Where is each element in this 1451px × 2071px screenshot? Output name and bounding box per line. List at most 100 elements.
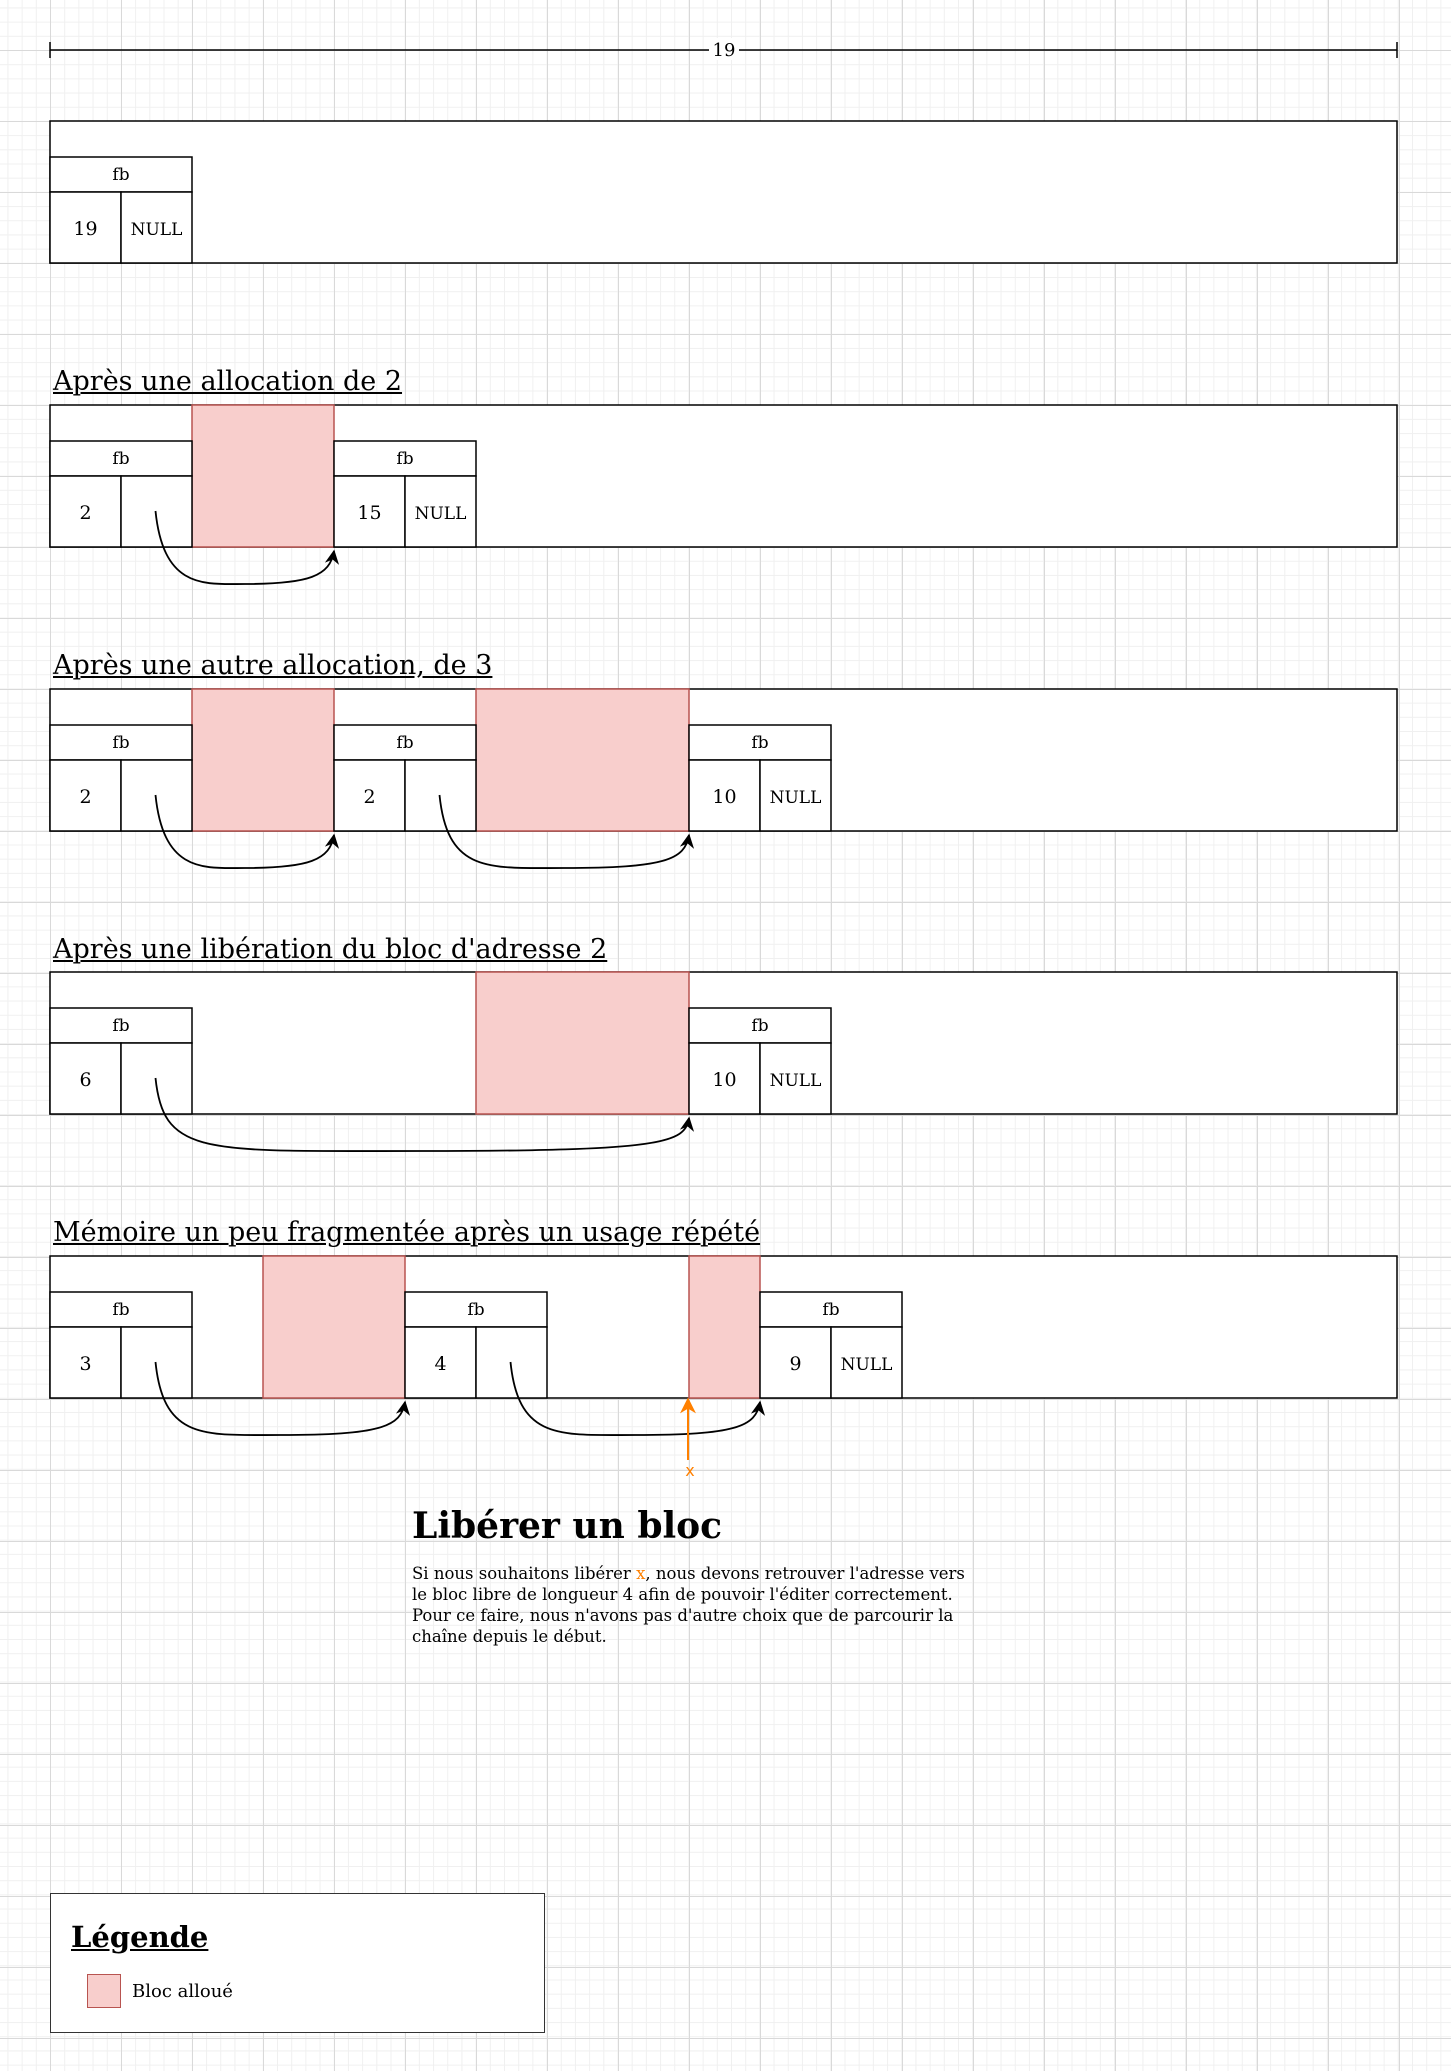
size-cell	[688, 1042, 761, 1115]
legend: Légende Bloc alloué	[50, 1893, 545, 2033]
legend-label-allocated: Bloc alloué	[132, 1981, 233, 2002]
next-pointer-arrow	[509, 1361, 766, 1437]
memory-row-2: fb 2 fb 2 fb 10 NULL	[49, 688, 1398, 870]
fb-label-cell	[688, 1007, 832, 1044]
free-block-header: fb 2	[333, 724, 477, 832]
memory-frame	[49, 120, 1398, 264]
allocated-block	[688, 1255, 761, 1399]
fb-label-cell	[49, 1291, 193, 1328]
fb-label: fb	[751, 733, 768, 753]
next-cell	[830, 1326, 903, 1399]
fb-label: fb	[396, 449, 413, 469]
allocated-block	[475, 688, 690, 832]
free-block-header: fb 9 NULL	[759, 1291, 903, 1399]
size-cell	[49, 191, 122, 264]
next-cell	[759, 1042, 832, 1115]
free-block-header: fb 4	[404, 1291, 548, 1399]
fb-label-cell	[759, 1291, 903, 1328]
info-text-before: Si nous souhaitons libérer	[412, 1564, 637, 1583]
free-block-header: fb 15 NULL	[333, 440, 477, 548]
info-text: Si nous souhaitons libérer x, nous devon…	[412, 1563, 982, 1647]
fb-label-cell	[49, 156, 193, 193]
info-text-after: , nous devons retrouver l'adresse vers l…	[412, 1564, 965, 1646]
allocated-block	[475, 971, 690, 1115]
next-cell	[404, 759, 477, 832]
next-null-value: NULL	[131, 220, 183, 240]
fb-label: fb	[112, 1300, 129, 1320]
block-size-value: 19	[73, 218, 97, 240]
next-null-value: NULL	[841, 1355, 893, 1375]
fb-label-cell	[688, 724, 832, 761]
next-pointer-arrow	[154, 1361, 411, 1437]
free-block-header: fb 6	[49, 1007, 193, 1115]
next-null-value: NULL	[770, 788, 822, 808]
free-block-header: fb 19 NULL	[49, 156, 193, 264]
next-pointer-arrow	[154, 510, 340, 585]
row-1-title: Après une allocation de 2	[53, 366, 403, 397]
next-cell	[120, 191, 193, 264]
next-null-value: NULL	[415, 504, 467, 524]
allocated-block	[262, 1255, 406, 1399]
next-cell	[475, 1326, 548, 1399]
next-cell	[759, 759, 832, 832]
block-size-value: 9	[789, 1353, 801, 1375]
fb-label-cell	[49, 440, 193, 477]
allocated-block	[191, 404, 335, 548]
fb-label: fb	[112, 449, 129, 469]
size-cell	[759, 1326, 832, 1399]
next-cell	[404, 475, 477, 548]
pointer-x: x	[680, 1397, 696, 1480]
next-pointer-arrow	[438, 794, 695, 870]
memory-row-0: fb 19 NULL	[49, 120, 1398, 264]
info-text-highlight: x	[636, 1564, 646, 1583]
free-block-header: fb 2	[49, 724, 193, 832]
memory-row-3: fb 6 fb 10 NULL	[49, 971, 1398, 1152]
memory-row-4: fb 3 fb 4 fb 9 NULL	[49, 1255, 1398, 1437]
row-3-title: Après une libération du bloc d'adresse 2	[53, 934, 608, 965]
next-pointer-arrow	[154, 1077, 695, 1152]
size-cell	[333, 759, 406, 832]
free-block-header: fb 10 NULL	[688, 724, 832, 832]
next-cell	[120, 1326, 193, 1399]
legend-title: Légende	[71, 1920, 209, 1954]
block-size-value: 6	[79, 1069, 91, 1091]
size-cell	[688, 759, 761, 832]
block-size-value: 10	[712, 1069, 736, 1091]
legend-swatch-allocated	[87, 1974, 121, 2008]
free-block-header: fb 10 NULL	[688, 1007, 832, 1115]
free-block-header: fb 2	[49, 440, 193, 548]
fb-label: fb	[751, 1016, 768, 1036]
next-cell	[120, 759, 193, 832]
block-size-value: 3	[79, 1353, 91, 1375]
fb-label: fb	[112, 733, 129, 753]
info-title: Libérer un bloc	[412, 1505, 723, 1547]
fb-label: fb	[396, 733, 413, 753]
fb-label: fb	[112, 165, 129, 185]
block-size-value: 2	[79, 786, 91, 808]
next-null-value: NULL	[770, 1071, 822, 1091]
block-size-value: 2	[363, 786, 375, 808]
row-4-title: Mémoire un peu fragmentée après un usage…	[53, 1217, 761, 1248]
top-scale: 19	[49, 38, 1398, 61]
block-size-value: 2	[79, 502, 91, 524]
block-size-value: 4	[434, 1353, 446, 1375]
fb-label: fb	[112, 1016, 129, 1036]
info-box: Libérer un bloc Si nous souhaitons libér…	[412, 1505, 992, 1647]
fb-label: fb	[822, 1300, 839, 1320]
block-size-value: 15	[357, 502, 381, 524]
size-cell	[404, 1326, 477, 1399]
size-cell	[333, 475, 406, 548]
memory-row-1: fb 2 fb 15 NULL	[49, 404, 1398, 585]
scale-label: 19	[713, 40, 736, 61]
next-cell	[120, 1042, 193, 1115]
pointer-x-label: x	[685, 1461, 694, 1480]
size-cell	[49, 475, 122, 548]
size-cell	[49, 1326, 122, 1399]
row-2-title: Après une autre allocation, de 3	[53, 650, 493, 681]
fb-label: fb	[467, 1300, 484, 1320]
block-size-value: 10	[712, 786, 736, 808]
next-pointer-arrow	[154, 794, 340, 869]
free-block-header: fb 3	[49, 1291, 193, 1399]
